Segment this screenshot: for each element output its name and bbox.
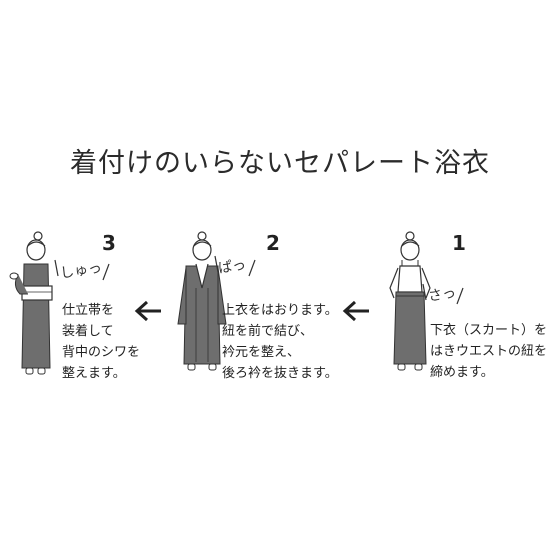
description-line: 紐を前で結び、 [222, 324, 314, 339]
arrow-left-icon [134, 300, 161, 322]
sound-effect: しゅっ [59, 260, 104, 282]
step-number: 3 [102, 231, 116, 255]
step-2-description: 上衣をはおります。 紐を前で結び、 衿元を整え、 後ろ衿を抜きます。 [222, 300, 338, 384]
figure-step-2-woman-in-robe [177, 231, 227, 371]
sound-effect: さっ [427, 285, 458, 305]
sound-effect: ぱっ [217, 257, 248, 277]
motion-lines-icon [54, 259, 59, 277]
motion-lines-icon [456, 287, 464, 305]
description-line: 後ろ衿を抜きます。 [222, 366, 338, 381]
description-line: 衿元を整え、 [222, 345, 301, 360]
motion-lines-icon [102, 263, 110, 281]
figure-step-1-woman-in-skirt [389, 231, 431, 371]
description-line: 装着して [62, 324, 114, 339]
description-line: 下衣（スカート）を [430, 323, 548, 338]
figure-step-3-woman-tying-obi [9, 231, 53, 375]
description-line: 仕立帯を [62, 303, 115, 318]
description-line: 上衣をはおります。 [222, 303, 338, 318]
motion-lines-icon [248, 259, 256, 277]
step-number: 2 [266, 231, 280, 255]
page-title: 着付けのいらないセパレート浴衣 [70, 148, 490, 179]
step-1-description: 下衣（スカート）を はきウエストの紐を 締めます。 [430, 320, 547, 383]
description-line: 締めます。 [430, 365, 494, 380]
arrow-left-icon [342, 300, 369, 322]
step-number: 1 [452, 231, 466, 255]
description-line: 背中のシワを [62, 345, 141, 360]
description-line: はきウエストの紐を [430, 344, 548, 359]
motion-lines-icon [422, 283, 427, 301]
description-line: 整えます。 [62, 366, 126, 381]
motion-lines-icon [214, 255, 219, 273]
step-3-description: 仕立帯を 装着して 背中のシワを 整えます。 [62, 300, 140, 384]
